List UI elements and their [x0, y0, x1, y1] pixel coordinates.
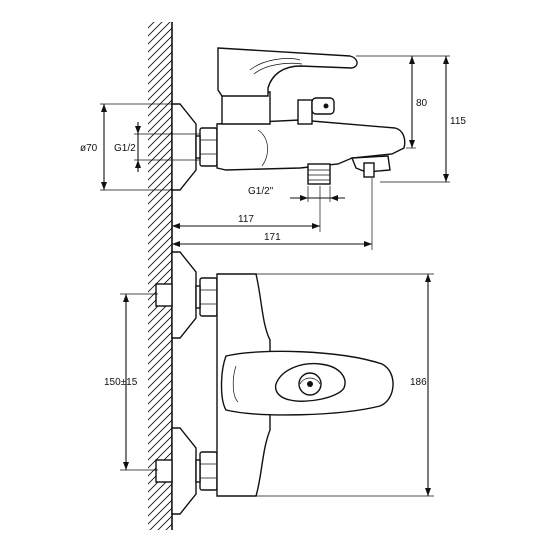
height-total-label: 115 — [450, 116, 466, 127]
center-distance-label: 150±15 — [104, 377, 138, 388]
connection-nut-side — [199, 127, 218, 167]
diameter-label: ø70 — [80, 143, 98, 154]
depth-long-label: 171 — [264, 232, 281, 243]
outlet-thread-label: G1/2" — [248, 186, 274, 197]
side-dimensions: ø70 G1/2 G1/2" 117 171 80 — [80, 55, 466, 250]
front-dimensions: 150±15 186 — [104, 273, 434, 497]
width-total-label: 186 — [410, 377, 427, 388]
diverter-stem — [297, 99, 313, 125]
escutcheon-side — [171, 103, 197, 191]
mixer-body-side — [216, 119, 406, 171]
lever-handle-side — [217, 47, 358, 97]
side-view — [171, 47, 406, 191]
shower-outlet — [307, 163, 331, 185]
nut-top — [199, 277, 218, 317]
wall-hatching — [148, 22, 173, 530]
escutcheon-top — [171, 251, 197, 339]
height-upper-label: 80 — [416, 98, 428, 109]
escutcheon-bottom — [171, 427, 197, 515]
nut-bottom — [199, 451, 218, 491]
depth-short-label: 117 — [238, 214, 254, 225]
cartridge-housing — [221, 91, 271, 125]
diverter-knob — [311, 97, 335, 115]
front-view — [155, 251, 394, 515]
inlet-thread-label: G1/2 — [114, 143, 136, 154]
